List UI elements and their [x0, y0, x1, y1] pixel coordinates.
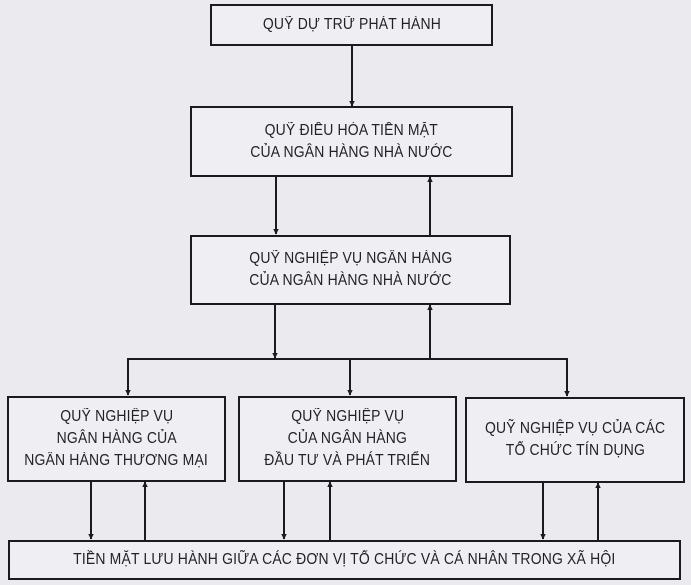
node-label: QUỸ ĐIỀU HÒA TIỀN MẶT — [264, 121, 439, 139]
node-commercial-bank-fund: QUỸ NGHIỆP VỤ NGÂN HÀNG CỦA NGÂN HÀNG TH… — [7, 396, 226, 482]
node-circulating-cash: TIỀN MẶT LƯU HÀNH GIỮA CÁC ĐƠN VỊ TỔ CHỨ… — [8, 540, 681, 580]
node-label: QUỸ DỰ TRỮ PHÁT HÀNH — [262, 16, 441, 33]
node-label: NGÂN HÀNG THƯƠNG MẠI — [24, 452, 209, 469]
node-label: CỦA NGÂN HÀNG NHÀ NƯỚC — [250, 143, 453, 161]
node-label: QUỸ NGHIỆP VỤ — [60, 408, 173, 425]
node-label: NGÂN HÀNG CỦA — [56, 430, 177, 447]
node-reserve-fund: QUỸ DỰ TRỮ PHÁT HÀNH — [210, 4, 493, 46]
node-label: CỦA NGÂN HÀNG — [287, 430, 408, 447]
node-label: QUỸ NGHIỆP VỤ NGÂN HÀNG — [248, 250, 453, 267]
node-label: TỔ CHỨC TÍN DỤNG — [505, 442, 645, 459]
node-credit-institutions-fund: QUỸ NGHIỆP VỤ CỦA CÁC TỔ CHỨC TÍN DỤNG — [465, 397, 685, 483]
node-label: TIỀN MẶT LƯU HÀNH GIỮA CÁC ĐƠN VỊ TỔ CHỨ… — [73, 551, 616, 568]
node-label: CỦA NGÂN HÀNG NHÀ NƯỚC — [249, 272, 452, 289]
node-label: QUỸ NGHIỆP VỤ CỦA CÁC — [484, 420, 666, 437]
node-label: QUỸ NGHIỆP VỤ — [291, 408, 404, 425]
node-cash-regulation-fund: QUỸ ĐIỀU HÒA TIỀN MẶT CỦA NGÂN HÀNG NHÀ … — [190, 106, 513, 177]
node-bidv-fund: QUỸ NGHIỆP VỤ CỦA NGÂN HÀNG ĐẦU TƯ VÀ PH… — [238, 396, 457, 482]
node-label: ĐẦU TƯ VÀ PHÁT TRIỂN — [264, 452, 431, 469]
node-sbv-operations-fund: QUỸ NGHIỆP VỤ NGÂN HÀNG CỦA NGÂN HÀNG NH… — [190, 235, 511, 305]
